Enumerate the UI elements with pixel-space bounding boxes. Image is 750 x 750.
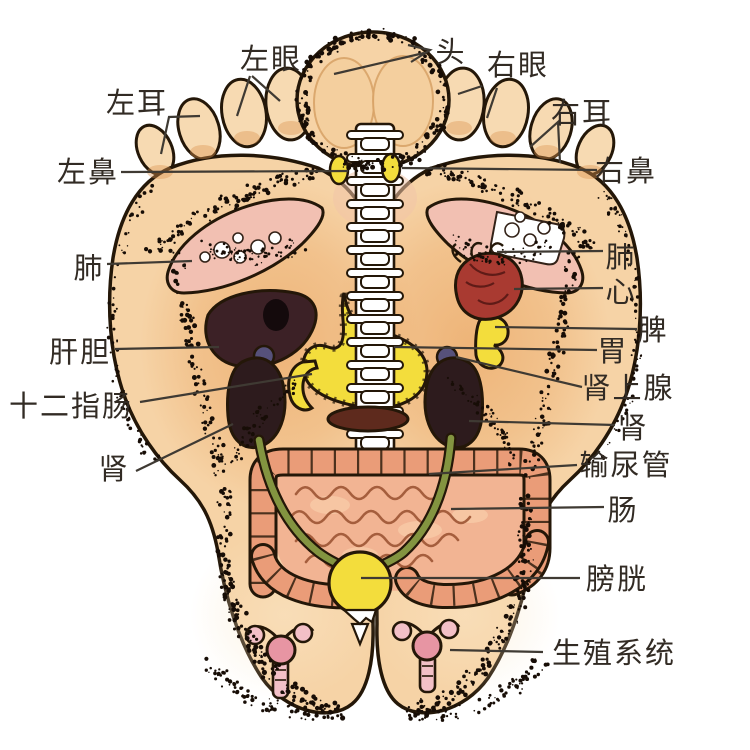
label-liver: 肝胆 [49, 335, 111, 369]
leader-lung-right [497, 251, 603, 252]
label-duodenum: 十二指肠 [9, 389, 133, 423]
leader-heart [514, 288, 603, 289]
label-lung-left: 肺 [73, 251, 104, 285]
label-right-eye: 右眼 [487, 48, 549, 82]
organ-intestines [263, 462, 537, 596]
label-heart: 心 [605, 275, 636, 309]
label-right-ear: 右耳 [551, 96, 613, 130]
label-lung-right: 肺 [605, 240, 636, 274]
label-adrenal: 肾上腺 [581, 371, 674, 405]
label-reproductive: 生殖系统 [552, 636, 676, 670]
label-intestine: 肠 [607, 493, 638, 527]
label-left-nose: 左鼻 [57, 155, 119, 189]
organ-gallbladder [263, 299, 289, 331]
label-kidney-left: 肾 [98, 452, 129, 486]
organ-bladder [329, 552, 391, 614]
label-left-eye: 左眼 [240, 42, 302, 76]
leader-left-nose [121, 171, 348, 172]
label-head: 头 [435, 35, 466, 69]
label-spleen: 脾 [637, 313, 668, 347]
label-right-nose: 右鼻 [595, 154, 657, 188]
organ-pancreas [328, 407, 408, 431]
organ-spleen [476, 317, 508, 369]
label-kidney-right: 肾 [617, 411, 648, 445]
label-ureter: 输尿管 [579, 448, 672, 482]
label-left-ear: 左耳 [106, 86, 168, 120]
organ-kidney-left [228, 358, 286, 448]
label-stomach: 胃 [597, 334, 628, 368]
label-bladder: 膀胱 [586, 562, 648, 596]
